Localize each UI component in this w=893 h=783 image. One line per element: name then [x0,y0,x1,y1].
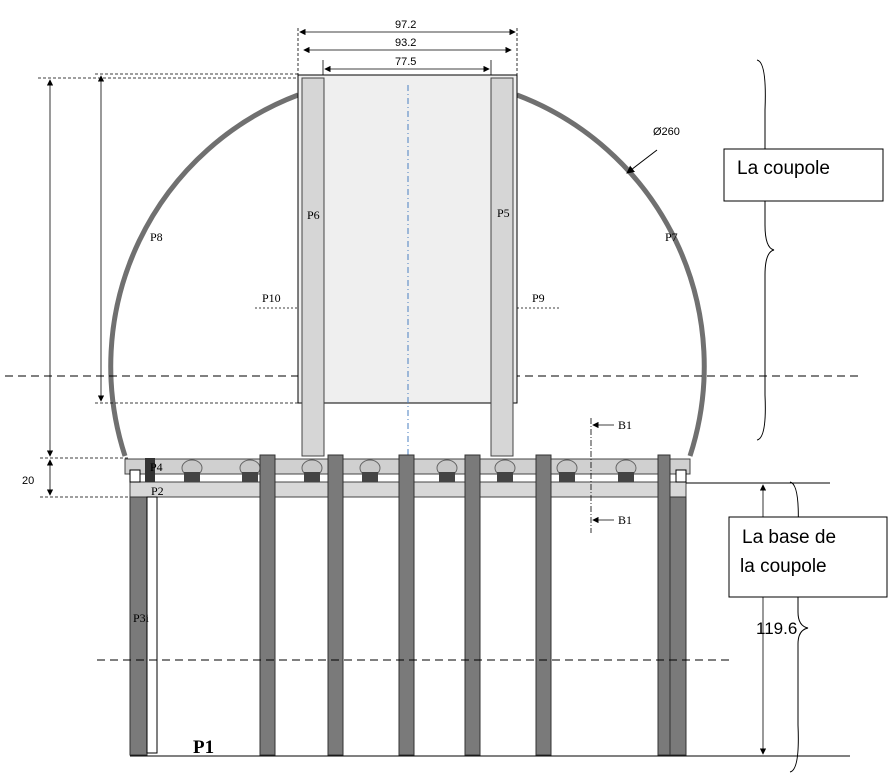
dome-arc [108,92,707,457]
label-b1-top: B1 [618,418,632,432]
label-p7: P7 [665,230,678,244]
label-p8: P8 [150,230,163,244]
dim-97: 97.2 [395,19,416,31]
brace-base [789,481,809,773]
box-base-text-2: la coupole [740,556,827,577]
label-p6: P6 [307,208,320,222]
label-p5: P5 [497,206,510,220]
box-base-text-1: La base de [742,527,836,548]
label-p2: P2 [151,484,164,498]
label-b1-bottom: B1 [618,513,632,527]
diameter-leader [626,149,658,174]
shutter-rail-left [301,77,325,457]
label-p1: P1 [193,737,214,758]
box-base [728,516,888,598]
box-dome [723,148,884,202]
dim-diameter: Ø260 [653,126,680,138]
base-posts [129,454,687,756]
label-p10: P10 [262,291,281,305]
shutter-rail-right [490,77,514,457]
dim-93: 93.2 [395,37,416,49]
label-p9: P9 [532,291,545,305]
label-p3i: P3i [133,611,150,625]
brace-dome [756,59,775,441]
dim-77: 77.5 [395,56,416,68]
label-p4: P4 [150,460,163,474]
dim-119: 119.6 [756,619,797,638]
wheel-mounts [184,472,634,482]
box-dome-text: La coupole [737,158,830,179]
dim-20: 20 [22,475,34,487]
post-p3i [146,496,158,754]
